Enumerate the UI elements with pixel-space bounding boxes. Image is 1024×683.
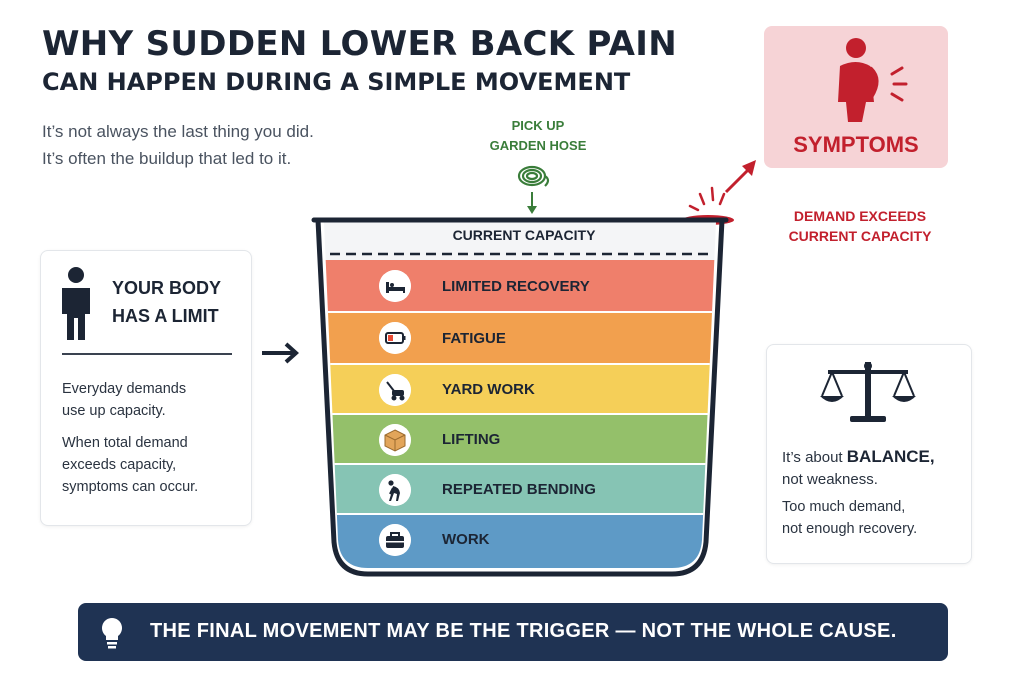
lightbulb-icon <box>102 618 122 649</box>
layer-label-repeated-bending: REPEATED BENDING <box>442 481 596 498</box>
balance-scale-icon <box>820 362 916 422</box>
box-icon <box>379 424 411 456</box>
trigger-label: PICK UP GARDEN HOSE <box>489 118 587 153</box>
balance-text-2: Too much demand, not enough recovery. <box>782 499 918 537</box>
current-capacity-label: CURRENT CAPACITY <box>452 227 596 243</box>
garden-hose-icon <box>517 165 550 214</box>
jar-layer-1 <box>324 312 716 364</box>
layer-label-work: WORK <box>442 531 490 548</box>
layer-label-yard-work: YARD WORK <box>442 381 535 398</box>
layer-label-fatigue: FATIGUE <box>442 330 506 347</box>
layer-label-limited-recovery: LIMITED RECOVERY <box>442 278 590 295</box>
briefcase-icon <box>379 524 411 556</box>
person-back-pain-icon <box>838 38 908 122</box>
demand-exceeds-label: DEMAND EXCEEDS CURRENT CAPACITY <box>788 208 932 244</box>
balance-text-1: It’s about BALANCE, not weakness. <box>782 447 935 488</box>
person-icon <box>62 267 90 340</box>
body-limit-title: YOUR BODY HAS A LIMIT <box>112 278 222 326</box>
jar-layer-3 <box>324 414 716 464</box>
subtitle: It’s not always the last thing you did. … <box>42 122 314 168</box>
low-battery-icon <box>379 322 411 354</box>
body-limit-text-2: When total demand exceeds capacity, symp… <box>62 435 199 495</box>
divider <box>62 353 232 355</box>
body-limit-text-1: Everyday demands use up capacity. <box>62 381 187 419</box>
banner-text: THE FINAL MOVEMENT MAY BE THE TRIGGER — … <box>150 620 897 642</box>
jar-layer-5 <box>324 514 716 568</box>
bed-icon <box>379 270 411 302</box>
page-title-line2: CAN HAPPEN DURING A SIMPLE MOVEMENT <box>42 68 631 96</box>
bottom-banner <box>78 603 948 661</box>
bending-person-icon <box>379 474 411 506</box>
arrow-right-icon <box>262 342 299 364</box>
symptoms-label: SYMPTOMS <box>793 132 919 157</box>
page-title: WHY SUDDEN LOWER BACK PAIN <box>42 24 677 64</box>
lawn-mower-icon <box>379 374 411 406</box>
layer-label-lifting: LIFTING <box>442 431 501 448</box>
